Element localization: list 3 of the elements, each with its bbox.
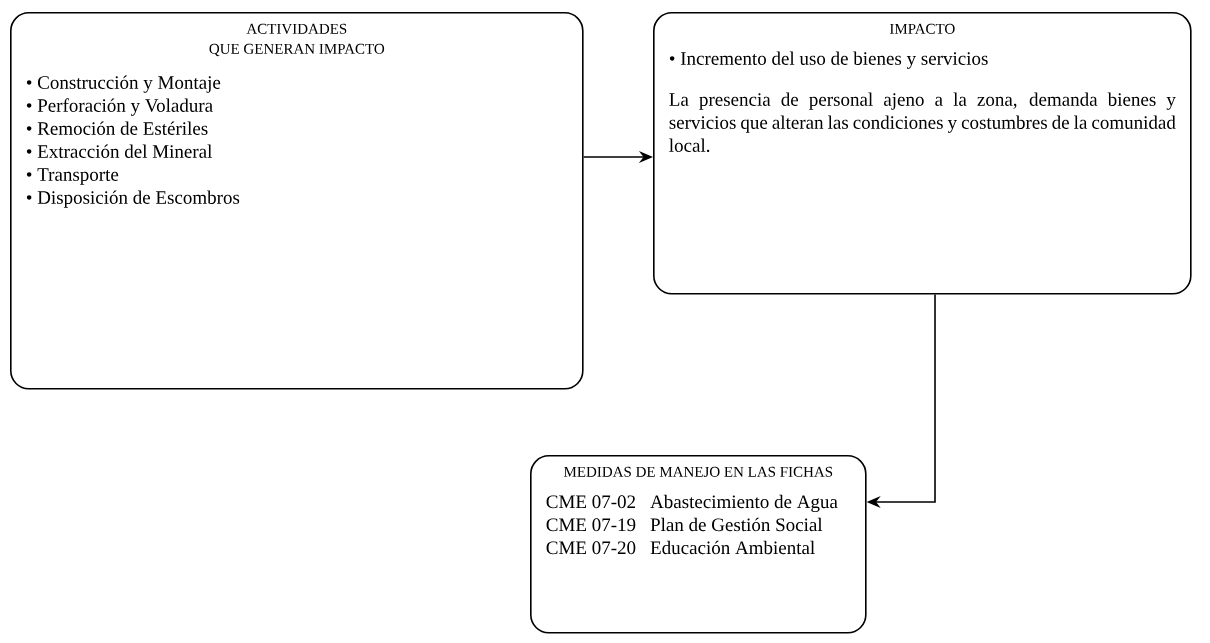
- text-box: IMPACTO • Incremento del uso de bienes y servicios La presencia de personal ajeno a la zona, demanda bienes y servicios que alteran las condiciones y costumbres de la comunidad local.: [653, 12, 1192, 295]
- text-box: MEDIDAS DE MANEJO EN LAS FICHAS CME 07-02 Abastecimiento de Agua CME 07-19 Plan de Gestión Social CME 07-20 Educación Ambiental: [530, 455, 867, 634]
- text-box: ACTIVIDADES QUE GENERAN IMPACTO • Construcción y Montaje • Perforación y Voladura • Remoción de Estériles • Extracción del Mineral • Transporte • Disposición de Escombros: [10, 12, 584, 390]
